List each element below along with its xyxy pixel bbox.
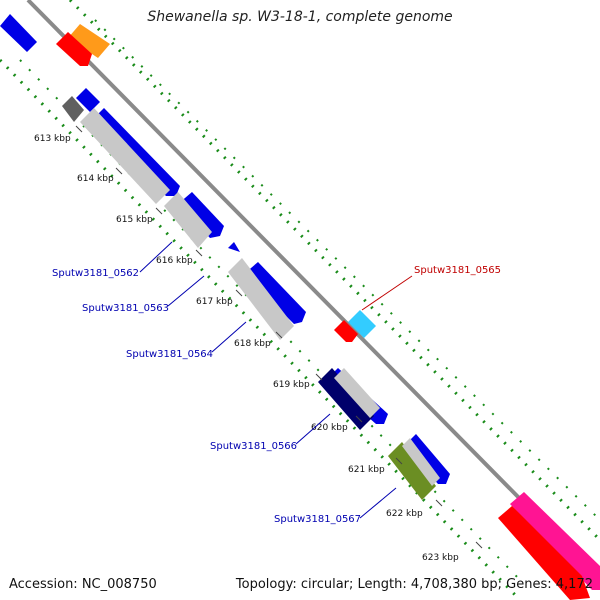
tick-label-621: 621 kbp (348, 465, 385, 475)
gene-gray-2[interactable] (164, 192, 212, 248)
rna-red-bottom[interactable] (498, 506, 590, 600)
leader-0565 (361, 275, 413, 311)
ticks (75, 125, 483, 549)
tick-label-622: 622 kbp (386, 509, 423, 519)
tick-label-623: 623 kbp (422, 553, 459, 563)
reverse-strand (62, 96, 440, 500)
tick-617 (235, 289, 243, 297)
gene-labels: Sputw3181_0562 Sputw3181_0563 Sputw3181_… (52, 265, 501, 525)
accession-text: Accession: NC_008750 (9, 577, 157, 592)
gene-gray-5[interactable] (402, 438, 440, 486)
map-title: Shewanella sp. W3-18-1, complete genome (147, 9, 453, 25)
tick-622 (435, 499, 443, 507)
leader-0562 (139, 241, 173, 273)
gene-olive[interactable] (388, 442, 436, 500)
gene-dark-gray[interactable] (62, 96, 84, 122)
gene-gray-3[interactable] (228, 258, 294, 340)
gene-cyan[interactable] (348, 310, 376, 338)
gene-gray-long[interactable] (80, 108, 170, 204)
leader-0566 (295, 413, 331, 445)
tick-620 (355, 415, 363, 423)
tick-616 (195, 249, 203, 257)
gene-navy[interactable] (318, 368, 374, 430)
tick-614 (115, 167, 123, 175)
leader-0563 (167, 275, 205, 307)
tick-label-618: 618 kbp (234, 339, 271, 349)
tick-label-620: 620 kbp (311, 423, 348, 433)
gene-label-0567[interactable]: Sputw3181_0567 (274, 514, 361, 525)
tick-label-613: 613 kbp (34, 134, 71, 144)
tick-label-619: 619 kbp (273, 380, 310, 390)
cds-blue-3[interactable] (244, 262, 306, 324)
tick-label-617: 617 kbp (196, 297, 233, 307)
gene-gray-4[interactable] (334, 368, 380, 418)
cds-blue-tiny[interactable] (228, 242, 240, 252)
gene-label-0566[interactable]: Sputw3181_0566 (210, 441, 297, 452)
tick-labels: 613 kbp 614 kbp 615 kbp 616 kbp 617 kbp … (34, 134, 459, 563)
tick-label-615: 615 kbp (116, 215, 153, 225)
rna-red-mid[interactable] (334, 320, 358, 342)
tick-label-614: 614 kbp (77, 174, 114, 184)
gene-label-0565[interactable]: Sputw3181_0565 (414, 265, 501, 276)
rna-red-top[interactable] (56, 32, 92, 66)
label-leaders (139, 241, 413, 519)
cds-blue-small-1[interactable] (76, 88, 100, 112)
genome-backbone (26, 0, 600, 582)
gene-orange[interactable] (68, 24, 110, 58)
gene-label-0562[interactable]: Sputw3181_0562 (52, 268, 139, 279)
tick-618 (275, 331, 283, 339)
gc-track-outer-2 (94, 19, 600, 521)
gc-track-outer (68, 0, 600, 542)
leader-0564 (211, 321, 247, 353)
leader-0567 (359, 487, 397, 519)
tick-619 (315, 373, 323, 381)
gene-label-0564[interactable]: Sputw3181_0564 (126, 349, 213, 360)
tick-615 (155, 207, 163, 215)
cds-forward-top-left[interactable] (0, 14, 37, 52)
cds-blue-2[interactable] (178, 192, 224, 238)
tick-613 (75, 125, 83, 133)
gene-magenta[interactable] (510, 492, 600, 590)
gene-label-0563[interactable]: Sputw3181_0563 (82, 303, 169, 314)
tick-623 (475, 541, 483, 549)
gc-track-inner (0, 58, 522, 600)
tick-label-616: 616 kbp (156, 256, 193, 266)
tick-621 (395, 457, 403, 465)
genome-summary-text: Topology: circular; Length: 4,708,380 bp… (235, 577, 593, 592)
